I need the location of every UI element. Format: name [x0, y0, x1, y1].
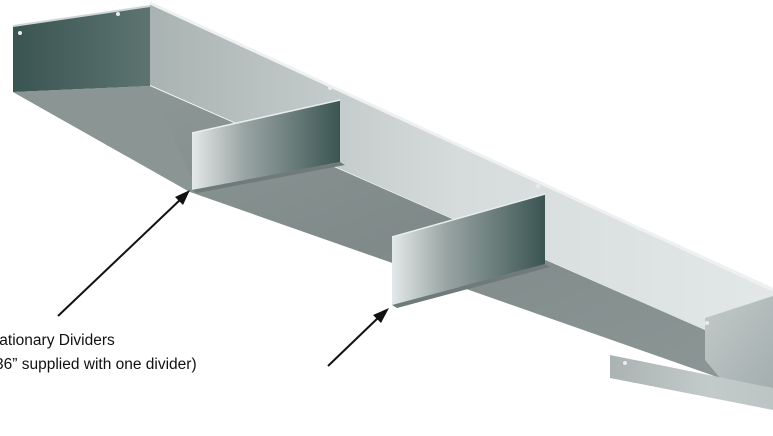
mounting-hole [328, 86, 332, 90]
divider-1 [192, 100, 340, 190]
divider-2-top-edge [391, 193, 546, 238]
divider-1-floor [192, 162, 345, 193]
arrow-line-2 [327, 315, 381, 367]
arrow-head-1 [175, 190, 190, 205]
divider-1-top-edge [191, 99, 341, 134]
back-wall-face [150, 8, 773, 360]
mounting-hole [116, 12, 120, 16]
tray-floor-left [13, 86, 196, 192]
mounting-hole [623, 361, 627, 365]
mounting-hole [536, 184, 540, 188]
arrow-head-2 [373, 308, 389, 323]
callout-label-line2: 36” supplied with one divider) [0, 356, 197, 373]
mounting-hole [18, 31, 22, 35]
mounting-hole [705, 321, 709, 325]
callout-label-line1: tationary Dividers [0, 332, 115, 349]
front-lip [610, 355, 773, 410]
arrow-line-1 [57, 197, 183, 317]
left-end-top-edge [12, 5, 151, 27]
back-top-edge [149, 1, 773, 292]
divider-2-floor [392, 264, 550, 308]
left-end-wall [13, 6, 150, 92]
divider-2 [392, 194, 545, 305]
right-end-wall [705, 296, 773, 388]
